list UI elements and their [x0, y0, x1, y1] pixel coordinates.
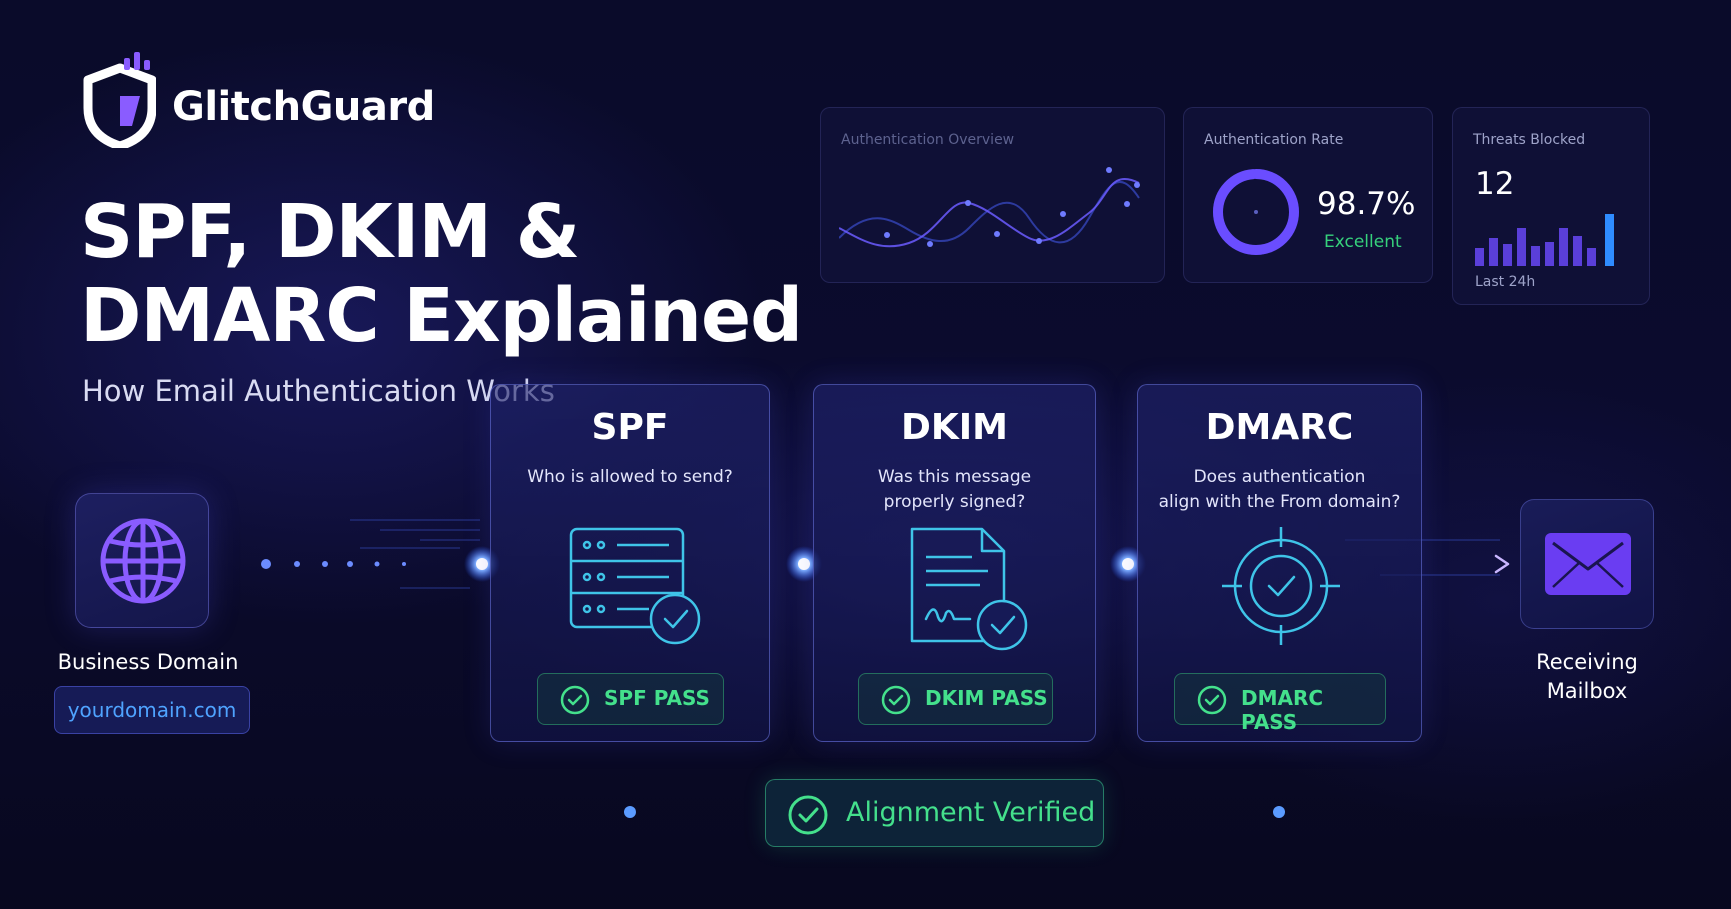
rate-status: Excellent: [1324, 232, 1402, 252]
globe-icon: [100, 518, 186, 604]
badge-label: DMARC PASS: [1241, 686, 1324, 734]
badge-label: SPF PASS: [604, 686, 710, 710]
rate-donut: [1213, 169, 1299, 255]
receiving-mailbox-tile: [1520, 499, 1654, 629]
spf-card: SPF Who is allowed to send? SPF PASS: [490, 384, 770, 742]
page-subtitle: How Email Authentication Works: [82, 374, 555, 408]
card-question: Does authentication align with the From …: [1138, 465, 1421, 515]
rate-value: 98.7%: [1317, 186, 1416, 222]
server-list-icon: [569, 527, 701, 645]
page-title: SPF, DKIM & DMARC Explained: [80, 189, 803, 359]
card-question-line-1: Does authentication: [1193, 467, 1366, 487]
authentication-overview-panel: Authentication Overview: [820, 107, 1165, 283]
title-line-2: DMARC Explained: [80, 273, 803, 359]
shield-logo-icon: [83, 52, 156, 148]
threats-footer: Last 24h: [1475, 274, 1536, 290]
threats-bar-chart: [1475, 214, 1614, 266]
card-question-line-2: align with the From domain?: [1158, 492, 1401, 512]
dmarc-pass-badge: DMARC PASS: [1174, 673, 1386, 734]
badge-label: DKIM PASS: [925, 686, 1048, 710]
card-question: Who is allowed to send?: [527, 467, 733, 487]
overview-line-chart: [839, 167, 1140, 248]
card-title: SPF: [591, 407, 669, 448]
domain-chip: yourdomain.com: [54, 686, 250, 734]
card-question-line-2: properly signed?: [883, 492, 1026, 512]
dkim-pass-badge: DKIM PASS: [858, 673, 1053, 725]
mailbox-label-line-2: Mailbox: [1546, 679, 1628, 703]
panel-label: Authentication Overview: [841, 132, 1015, 148]
alignment-label: Alignment Verified: [846, 797, 1096, 828]
card-title: DKIM: [901, 407, 1008, 448]
title-line-1: SPF, DKIM &: [80, 189, 580, 275]
check-circle-icon: [881, 685, 911, 715]
dmarc-card: DMARC Does authentication align with the…: [1137, 384, 1422, 742]
business-domain-label: Business Domain: [57, 650, 239, 674]
threats-count: 12: [1475, 166, 1515, 202]
receiving-mailbox-label: Receiving Mailbox: [1500, 648, 1674, 706]
spf-pass-badge: SPF PASS: [537, 673, 724, 725]
card-title: DMARC: [1205, 407, 1354, 448]
authentication-rate-panel: Authentication Rate 98.7% Excellent: [1183, 107, 1433, 283]
target-check-icon: [1222, 527, 1340, 645]
panel-label: Authentication Rate: [1204, 132, 1344, 148]
panel-label: Threats Blocked: [1473, 132, 1586, 148]
envelope-icon: [1545, 533, 1631, 595]
card-question: Was this message properly signed?: [814, 465, 1095, 515]
arrow-right-icon: [1494, 554, 1510, 574]
signed-document-icon: [910, 527, 1028, 651]
check-circle-icon: [788, 795, 828, 835]
dkim-card: DKIM Was this message properly signed? D…: [813, 384, 1096, 742]
check-circle-icon: [560, 685, 590, 715]
alignment-verified-badge: Alignment Verified: [765, 779, 1104, 847]
mailbox-label-line-1: Receiving: [1536, 650, 1638, 674]
card-question-line-1: Was this message: [877, 467, 1032, 487]
threats-blocked-panel: Threats Blocked 12 Last 24h: [1452, 107, 1650, 305]
brand-name: GlitchGuard: [172, 84, 435, 130]
check-circle-icon: [1197, 685, 1227, 715]
business-domain-tile: [75, 493, 209, 628]
